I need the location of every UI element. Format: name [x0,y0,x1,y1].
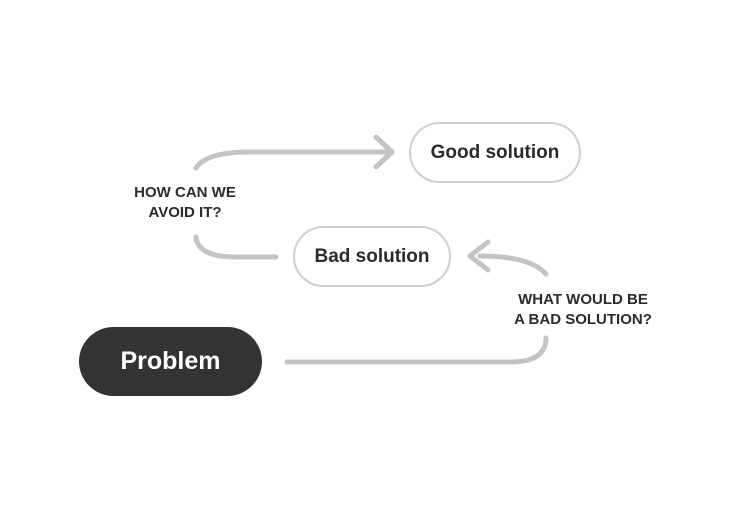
avoid-caption-line-2: AVOID IT? [148,204,222,221]
bad-caption-line-1: WHAT WOULD BE [518,291,648,308]
arrowhead-bad-solution [467,239,491,273]
bad-solution-node: Bad solution [293,226,451,287]
connector-bad-return [477,253,549,277]
problem-label: Problem [120,347,221,375]
bad-solution-caption: WHAT WOULD BE A BAD SOLUTION? [498,290,668,330]
avoid-caption: HOW CAN WE AVOID IT? [120,183,250,223]
good-solution-label: Good solution [430,141,560,163]
arrowhead-good-solution [373,134,395,170]
good-solution-node: Good solution [409,122,581,183]
bad-caption-line-2: A BAD SOLUTION? [514,311,652,328]
bad-solution-label: Bad solution [314,245,430,267]
connector-problem-to-bad [284,335,549,365]
connector-bad-to-avoid [193,234,279,260]
avoid-caption-line-1: HOW CAN WE [134,184,236,201]
problem-node: Problem [79,327,262,396]
connector-avoid-to-good [193,149,393,171]
